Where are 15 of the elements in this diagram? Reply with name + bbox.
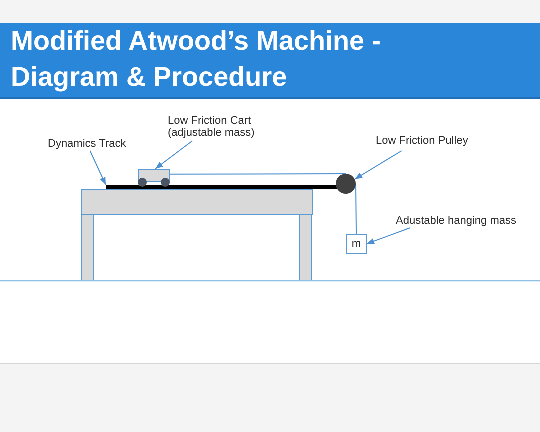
slide-title: Modified Atwood’s Machine - Diagram & Procedure <box>11 25 382 94</box>
string-line <box>170 174 346 175</box>
mass-label: Adustable hanging mass <box>396 215 516 227</box>
string-line <box>356 184 357 234</box>
cart-drawing <box>138 169 170 187</box>
cart-label: Low Friction Cart (adjustable mass) <box>168 115 256 139</box>
leader-line <box>366 228 411 244</box>
pulley-label: Low Friction Pulley <box>376 135 468 147</box>
track-label: Dynamics Track <box>48 138 126 150</box>
pulley-wheel <box>336 174 356 194</box>
leader-line <box>155 140 194 170</box>
hanging-mass-block: m <box>346 234 367 254</box>
leader-line <box>354 150 402 180</box>
leader-line <box>90 150 106 186</box>
track-rail <box>106 185 340 189</box>
